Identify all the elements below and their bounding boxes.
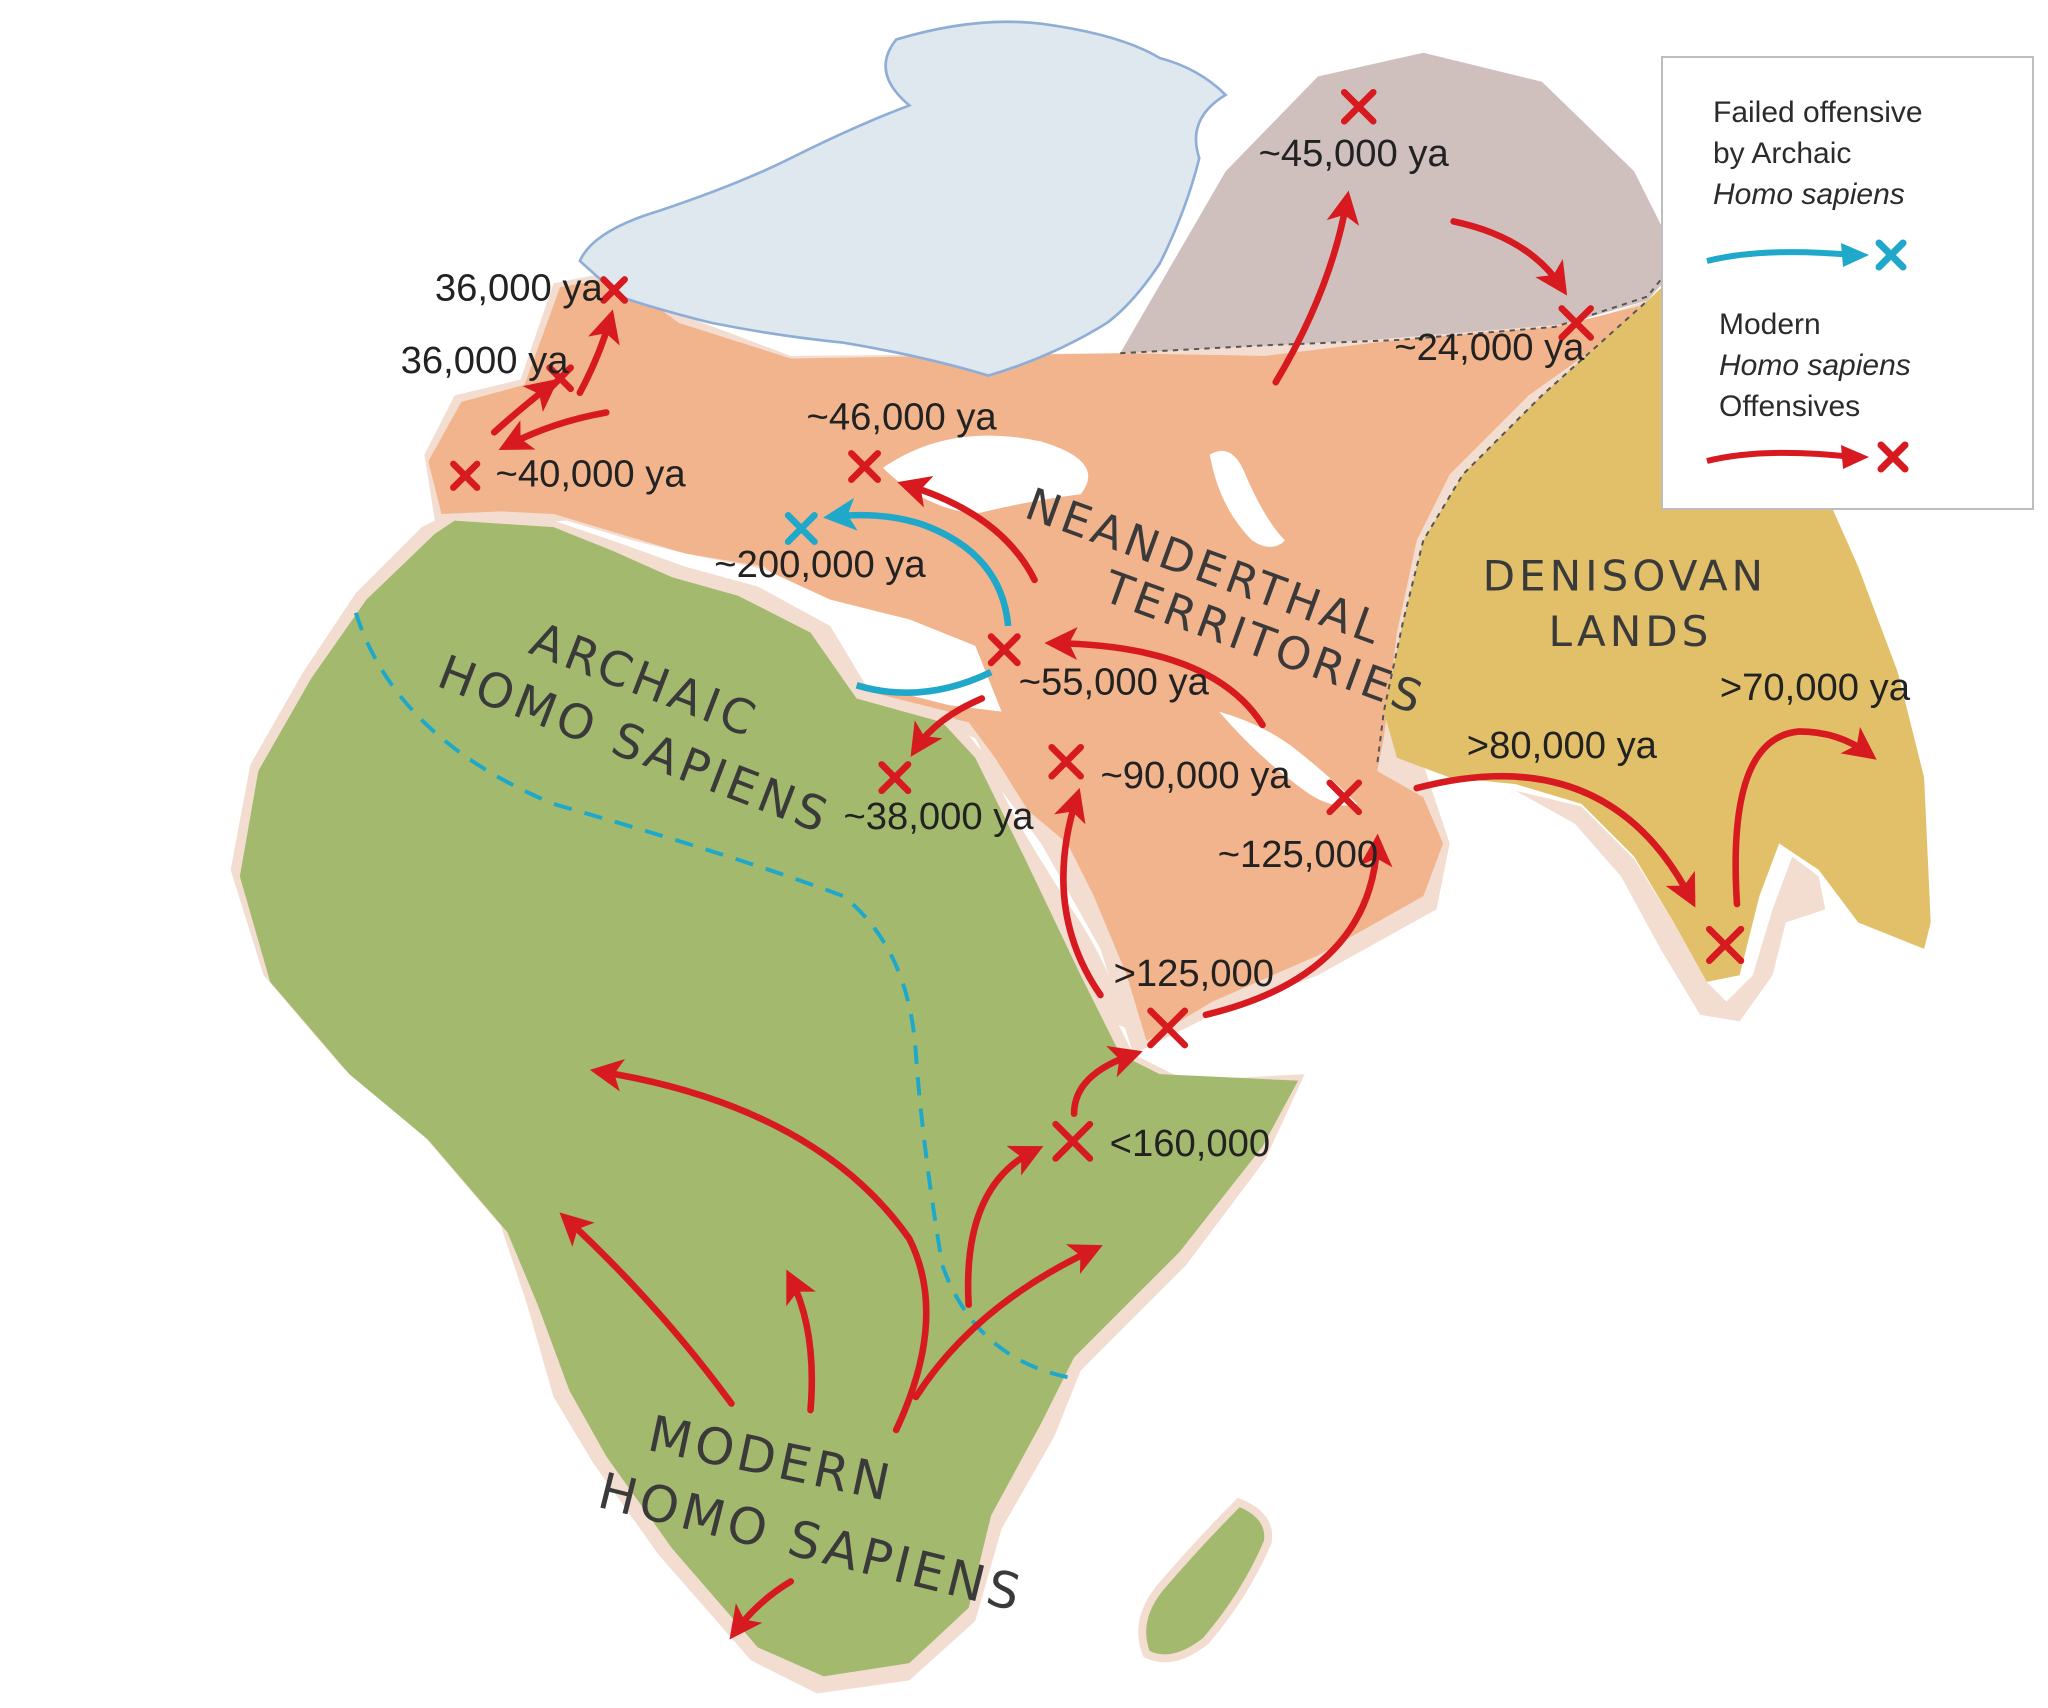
archaic-offensive-arrow-greece <box>823 497 1012 627</box>
cyan-arrow-icon <box>1706 249 1854 264</box>
red-arrow-icon <box>1413 773 1696 908</box>
date-label-yemen: >125,000 <box>1114 952 1274 995</box>
madagascar <box>1138 1497 1273 1663</box>
red-arrow-icon <box>786 1269 816 1414</box>
legend-modern-symbol <box>1706 441 1909 473</box>
red-arrow-icon <box>910 695 986 757</box>
neanderthal-denisovan-boundary <box>1376 302 1646 765</box>
date-label-balkans: ~46,000 ya <box>807 396 998 439</box>
red-x-marker-icon <box>1052 1120 1094 1162</box>
neanderthal-region <box>428 276 1641 1042</box>
red-x-marker-icon <box>1558 305 1594 341</box>
legend-archaic-text: Failed offensive by Archaic Homo sapiens <box>1713 92 1923 215</box>
red-arrow-icon <box>729 1578 795 1640</box>
caspian-sea <box>1209 450 1285 547</box>
red-arrow-icon <box>1450 218 1568 296</box>
date-label-britain: 36,000 ya <box>435 266 604 309</box>
legend-archaic-symbol <box>1706 239 1907 271</box>
date-label-india-70k: >70,000 ya <box>1720 666 1911 709</box>
red-x-marker-icon <box>546 364 574 393</box>
red-arrow-icon <box>589 1058 930 1434</box>
cyan-x-marker-icon <box>1875 239 1907 271</box>
date-label-siberia: ~45,000 ya <box>1259 132 1450 175</box>
ice-sheet <box>578 20 1228 377</box>
date-label-levant: ~55,000 ya <box>1019 661 1210 704</box>
red-arrow-icon <box>1706 449 1854 464</box>
red-arrow-icon <box>964 1145 1044 1309</box>
red-arrow-icon <box>1732 726 1877 908</box>
denisovan-lands-label-line2: LANDS <box>1549 607 1713 656</box>
red-arrow-icon <box>1272 190 1360 386</box>
red-x-marker-icon <box>878 761 912 795</box>
red-arrow-icon <box>559 1212 735 1407</box>
red-x-marker-icon <box>1048 743 1084 780</box>
red-x-marker-icon <box>1340 88 1377 125</box>
red-arrow-icon <box>490 378 559 436</box>
red-arrow-icon <box>1054 787 1104 999</box>
legend-archaic-line3: Homo sapiens <box>1713 178 1905 211</box>
persian-gulf <box>1219 711 1358 806</box>
date-label-north-asia: ~24,000 ya <box>1394 326 1585 369</box>
map-legend: Failed offensive by Archaic Homo sapiens… <box>1661 56 2034 510</box>
red-x-marker-icon <box>848 450 882 484</box>
modern-offensive-arrows <box>490 190 1877 1640</box>
date-label-india-80k: >80,000 ya <box>1467 724 1658 767</box>
legend-archaic-line1: Failed offensive <box>1713 96 1923 129</box>
red-x-marker-icon <box>987 633 1021 667</box>
legend-modern-line3: Offensives <box>1719 390 1861 423</box>
denisovan-lands-label: DENISOVAN <box>1483 551 1767 600</box>
date-label-france: 36,000 ya <box>401 339 570 382</box>
red-x-marker-icon <box>1706 925 1745 965</box>
red-arrow-icon <box>897 475 1038 584</box>
date-label-iberia: ~40,000 ya <box>496 452 687 495</box>
red-arrow-icon <box>1070 1045 1143 1117</box>
red-x-marker-icon <box>1147 1007 1189 1049</box>
date-label-egypt: ~38,000 ya <box>843 795 1034 838</box>
date-label-greece: ~200,000 ya <box>714 543 926 586</box>
africa-region <box>239 520 1299 1677</box>
legend-modern-line2: Homo sapiens <box>1719 349 1911 382</box>
red-arrow-icon <box>1044 627 1266 729</box>
date-label-arabia: ~90,000 ya <box>1100 754 1291 797</box>
date-label-gulf: ~125,000 <box>1218 833 1378 876</box>
red-arrow-icon <box>576 309 620 397</box>
red-x-marker-icon <box>1326 779 1363 816</box>
neanderthal-steppe-boundary <box>1120 262 1675 355</box>
modern-x-markers <box>450 88 1745 1162</box>
legend-archaic-line2: by Archaic <box>1713 137 1852 170</box>
red-arrow-icon <box>912 1244 1103 1401</box>
red-x-marker-icon <box>450 460 481 491</box>
legend-modern-line1: Modern <box>1719 308 1821 341</box>
red-x-marker-icon <box>1877 441 1909 473</box>
date-label-horn: <160,000 <box>1110 1122 1270 1165</box>
red-arrow-icon <box>1202 833 1393 1019</box>
archaic-boundary-line <box>353 612 1068 1380</box>
archaic-offensive-arrow-egypt <box>855 669 993 696</box>
cyan-x-marker-icon <box>784 512 818 545</box>
red-x-marker-icon <box>600 276 628 304</box>
legend-modern-text: Modern Homo sapiens Offensives <box>1719 304 1911 427</box>
red-arrow-icon <box>498 409 610 450</box>
